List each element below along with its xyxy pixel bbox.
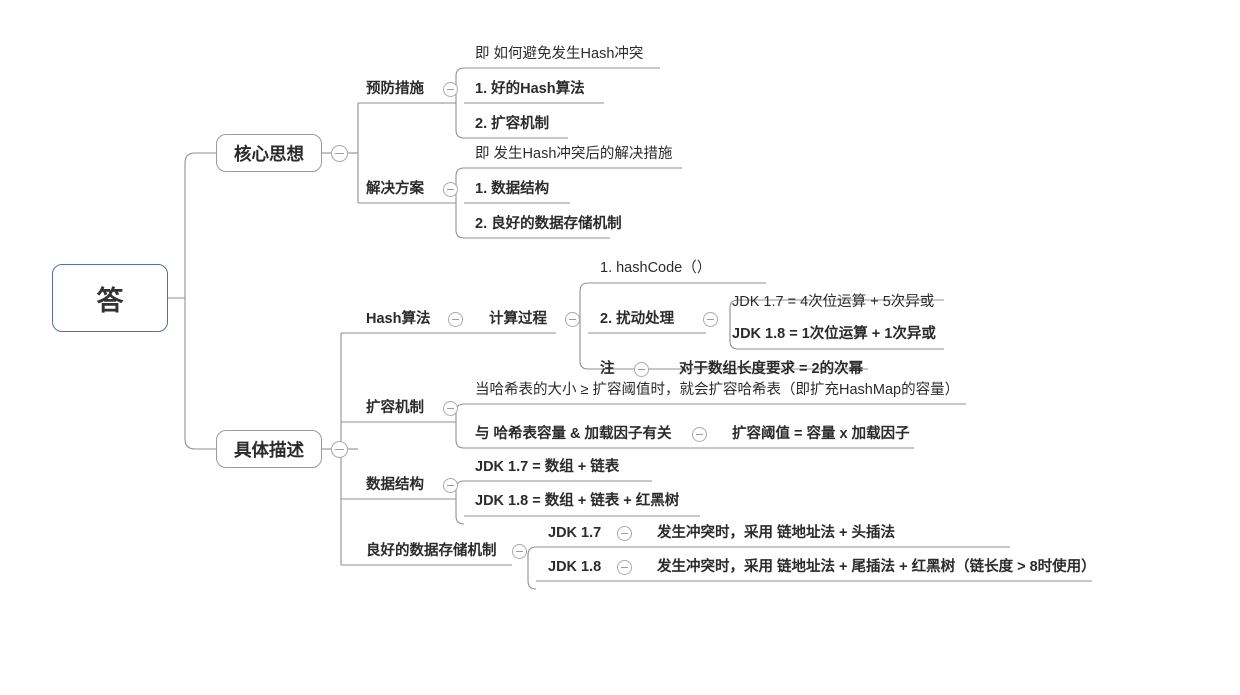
node-core[interactable]: 核心思想 [216,134,322,172]
toggle-prevention[interactable] [443,82,458,97]
toggle-storage-jdk17[interactable] [617,526,632,541]
toggle-calc-2[interactable] [703,312,718,327]
label-resize[interactable]: 扩容机制 [366,400,424,416]
root-node[interactable]: 答 [52,264,168,332]
node-detail[interactable]: 具体描述 [216,430,322,468]
toggle-detail[interactable] [331,441,348,458]
label-prevention-note[interactable]: 即 如何避免发生Hash冲突 [475,46,644,62]
label-calc-process[interactable]: 计算过程 [489,311,547,327]
label-resize-2[interactable]: 与 哈希表容量 & 加载因子有关 [475,426,672,442]
toggle-datastruct[interactable] [443,478,458,493]
toggle-resize-2[interactable] [692,427,707,442]
label-hash-algo[interactable]: Hash算法 [366,311,431,327]
node-core-label: 核心思想 [234,143,304,164]
label-ds-jdk18[interactable]: JDK 1.8 = 数组 + 链表 + 红黑树 [475,493,680,509]
label-prevention-1[interactable]: 1. 好的Hash算法 [475,81,585,97]
label-prevention-2[interactable]: 2. 扩容机制 [475,116,550,132]
connector-root-core [184,152,216,298]
label-storage-jdk18-text[interactable]: 发生冲突时，采用 链地址法 + 尾插法 + 红黑树（链长度 > 8时使用） [657,559,1096,575]
label-storage[interactable]: 良好的数据存储机制 [366,543,497,559]
label-calc-note-text[interactable]: 对于数组长度要求 = 2的次幂 [679,361,864,377]
node-detail-label: 具体描述 [234,439,304,460]
label-storage-jdk17-text[interactable]: 发生冲突时，采用 链地址法 + 头插法 [657,525,896,541]
toggle-storage[interactable] [512,544,527,559]
label-storage-jdk17[interactable]: JDK 1.7 [548,525,602,541]
label-calc2-jdk17[interactable]: JDK 1.7 = 4次位运算 + 5次异或 [732,294,935,310]
label-ds-jdk17[interactable]: JDK 1.7 = 数组 + 链表 [475,459,620,475]
toggle-calc-note[interactable] [634,362,649,377]
root-node-label: 答 [96,285,124,316]
label-calc-1[interactable]: 1. hashCode（） [600,260,712,276]
connector-root-detail [184,298,216,450]
label-solution-2[interactable]: 2. 良好的数据存储机制 [475,216,622,232]
label-calc-note[interactable]: 注 [600,361,615,377]
label-solution-1[interactable]: 1. 数据结构 [475,181,550,197]
toggle-hash-algo[interactable] [448,312,463,327]
connector-calc-bracket [579,282,589,370]
toggle-resize[interactable] [443,401,458,416]
label-prevention[interactable]: 预防措施 [366,81,424,97]
label-resize-2-text[interactable]: 扩容阈值 = 容量 x 加载因子 [732,426,910,442]
connector-prevention-bracket [455,67,465,139]
label-datastruct[interactable]: 数据结构 [366,477,424,493]
label-resize-1[interactable]: 当哈希表的大小 ≥ 扩容阈值时，就会扩容哈希表（即扩充HashMap的容量） [475,382,960,398]
toggle-solution[interactable] [443,182,458,197]
toggle-calc-process[interactable] [565,312,580,327]
label-solution[interactable]: 解决方案 [366,181,424,197]
label-calc2-jdk18[interactable]: JDK 1.8 = 1次位运算 + 1次异或 [732,326,936,342]
toggle-core[interactable] [331,145,348,162]
connector-solution-bracket [455,167,465,239]
label-storage-jdk18[interactable]: JDK 1.8 [548,559,602,575]
toggle-storage-jdk18[interactable] [617,560,632,575]
connector-storage-bracket [527,546,537,590]
label-solution-note[interactable]: 即 发生Hash冲突后的解决措施 [475,146,673,162]
label-calc-2[interactable]: 2. 扰动处理 [600,311,675,327]
